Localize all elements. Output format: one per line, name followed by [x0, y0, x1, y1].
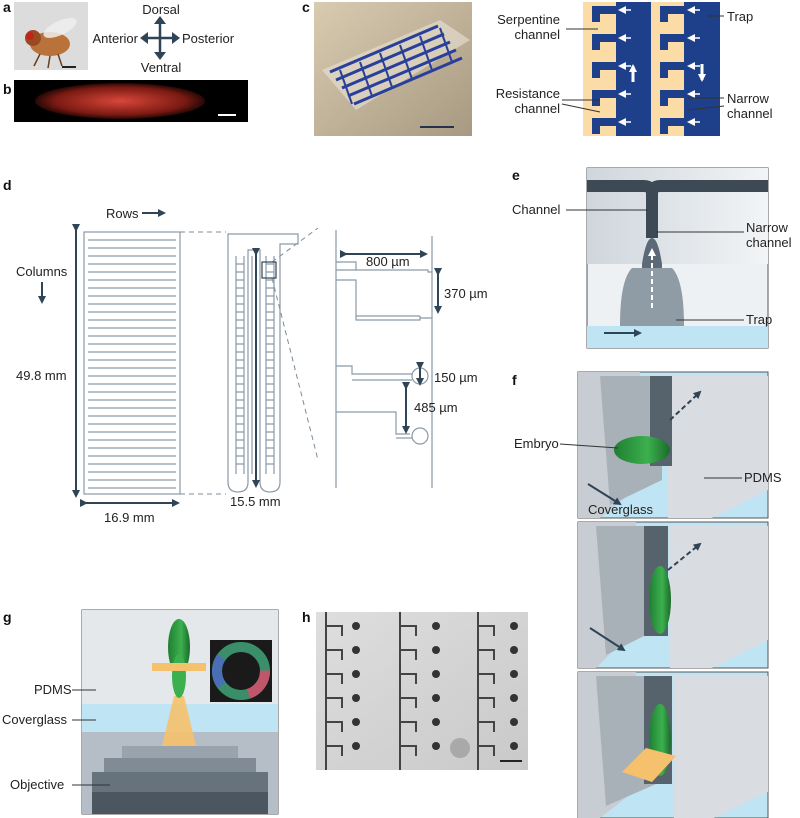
glass-strip-e: [587, 326, 768, 348]
posterior-label: Posterior: [182, 31, 235, 46]
panel-label-f: f: [512, 372, 517, 388]
channel-label-e: Channel: [512, 202, 561, 217]
panel-label-h: h: [302, 609, 311, 625]
d800-label: 800 µm: [366, 254, 410, 269]
narrow-label-e-2: channel: [746, 235, 792, 250]
panel-f: f Embryo Coverglass PDMS: [512, 371, 782, 818]
panel-b: b: [3, 80, 248, 122]
narrow-label-c-2: channel: [727, 106, 773, 121]
depth-label: 15.5 mm: [230, 494, 281, 509]
narrow-label-c-1: Narrow: [727, 91, 770, 106]
zoom-lines: [180, 227, 319, 495]
pdms-label-f: PDMS: [744, 470, 782, 485]
panel-c: c: [302, 0, 773, 136]
panel-label-e: e: [512, 167, 520, 183]
embryo-shape-f2: [649, 566, 671, 634]
width-label: 16.9 mm: [104, 510, 155, 525]
trap-schematic: [561, 2, 725, 136]
trap-label-e: Trap: [746, 312, 772, 327]
panel-label-a: a: [3, 0, 11, 15]
d370-label: 370 µm: [444, 286, 488, 301]
scale-bar-a: [62, 66, 76, 68]
embryo-shape-g: [168, 619, 190, 675]
narrow-label-e-1: Narrow: [746, 220, 789, 235]
resistance-label-1: Resistance: [496, 86, 560, 101]
serpentine-label-2: channel: [514, 27, 560, 42]
panel-g: g PDMS Coverglass Objective: [2, 609, 279, 815]
embryo-label: Embryo: [514, 436, 559, 451]
dorsal-label: Dorsal: [142, 2, 180, 17]
anterior-label: Anterior: [92, 31, 138, 46]
panel-e: e Channel Narrow channel Trap: [512, 167, 792, 349]
compass-icon: [140, 16, 180, 60]
scale-bar-h: [500, 760, 522, 762]
panel-label-d: d: [3, 177, 12, 193]
panel-d: d Rows Columns 49.8 mm 16.9 mm: [3, 177, 488, 525]
embryo-glow: [35, 83, 205, 119]
column-detail: [227, 233, 299, 493]
embryo-shape-f1: [614, 436, 670, 464]
panel-a: a Dorsal Ventral Anterior Posterior: [3, 0, 235, 75]
serpentine-label-1: Serpentine: [497, 12, 560, 27]
f-step-2: [577, 521, 769, 669]
device-serpentine-icon: [322, 20, 470, 110]
panel-h: h: [302, 609, 528, 770]
d150-label: 150 µm: [434, 370, 478, 385]
rows-label: Rows: [106, 206, 139, 221]
columns-label: Columns: [16, 264, 68, 279]
trap-array-micrograph: [316, 612, 528, 770]
panel-label-g: g: [3, 609, 12, 625]
fly-icon: [25, 18, 77, 69]
panel-label-b: b: [3, 81, 12, 97]
scale-bar-b: [218, 114, 236, 116]
trap-label-c: Trap: [727, 9, 753, 24]
d485-label: 485 µm: [414, 400, 458, 415]
light-cone: [162, 696, 196, 746]
micrograph-channels: [325, 612, 495, 770]
resistance-label-2: channel: [514, 101, 560, 116]
objective-label: Objective: [10, 777, 64, 792]
f-step-1: [559, 371, 769, 519]
scale-bar-c: [420, 126, 454, 128]
light-sheet-g: [152, 663, 206, 671]
pdms-label-g: PDMS: [34, 682, 72, 697]
height-label: 49.8 mm: [16, 368, 67, 383]
objective-lens: [122, 746, 238, 758]
f-step-3: [577, 671, 769, 818]
coverglass-label-g: Coverglass: [2, 712, 68, 727]
light-sheet-f3: [622, 748, 676, 782]
coverglass-label-f: Coverglass: [588, 502, 654, 517]
chip-serpentine: [83, 231, 181, 495]
micrograph-traps: [352, 622, 518, 750]
ventral-label: Ventral: [141, 60, 182, 75]
panel-label-c: c: [302, 0, 310, 15]
